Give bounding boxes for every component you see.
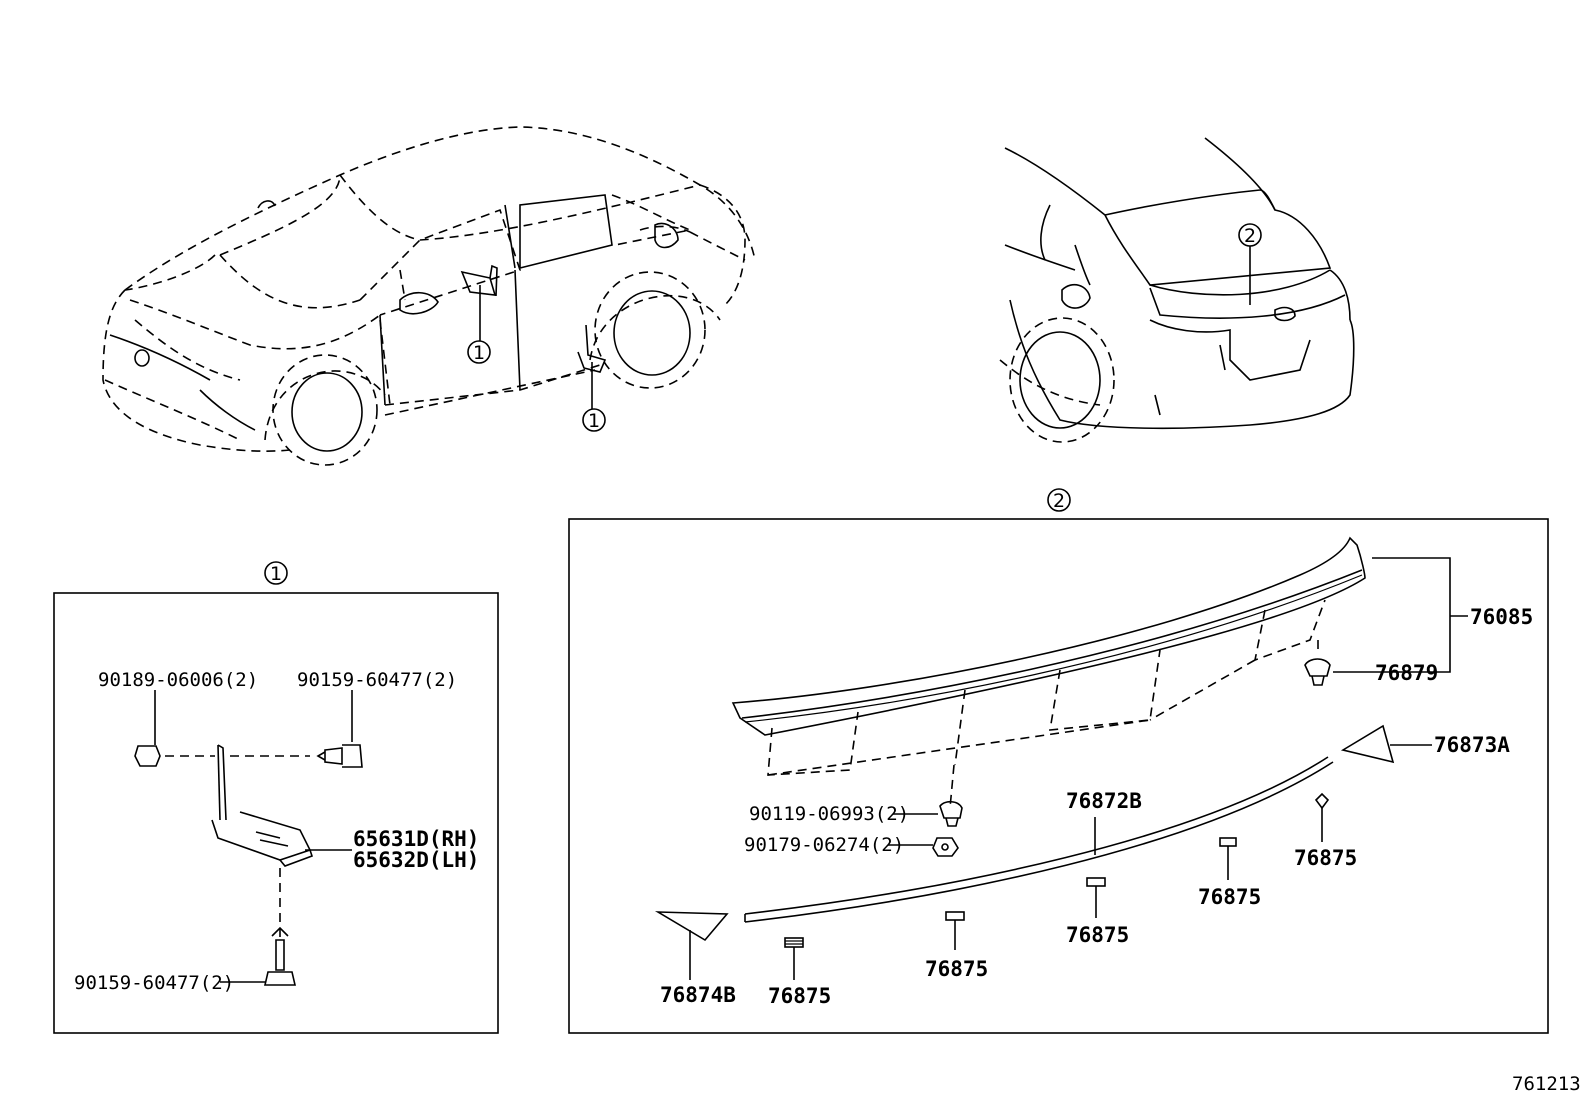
label-76875-3: 76875 <box>1066 923 1129 947</box>
label-90119-06993: 90119-06993(2) <box>749 803 909 825</box>
label-65631D-RH: 65631D(RH) <box>353 827 479 851</box>
sedan-rear-view: 2 <box>999 137 1355 443</box>
diagram-number: 761213 <box>1512 1073 1581 1095</box>
callout-1-lower: 1 <box>588 410 600 432</box>
label-90159-60477-top: 90159-60477(2) <box>297 669 457 691</box>
box-2-title: 2 <box>1053 490 1065 512</box>
box-1: 1 90189-06006(2) 90159-60477(2) 65631D(R… <box>53 561 499 1034</box>
label-76879: 76879 <box>1375 661 1438 685</box>
box-1-title: 1 <box>270 563 282 585</box>
label-90179-06274: 90179-06274(2) <box>744 834 904 856</box>
label-76875-2: 76875 <box>925 957 988 981</box>
box-2: 2 76085 76879 76873A 76872B 90119-0 <box>568 488 1549 1034</box>
callout-2-rear: 2 <box>1244 225 1256 247</box>
label-90159-60477-bottom: 90159-60477(2) <box>74 972 234 994</box>
label-76085: 76085 <box>1470 605 1533 629</box>
label-76873A: 76873A <box>1434 733 1510 757</box>
box-2-frame <box>568 518 1549 1034</box>
label-76875-5: 76875 <box>1294 846 1357 870</box>
label-76874B: 76874B <box>660 983 736 1007</box>
label-76875-4: 76875 <box>1198 885 1261 909</box>
callout-1-upper: 1 <box>473 342 485 364</box>
box-1-frame <box>53 592 499 1034</box>
sedan-front-view: 1 1 <box>102 126 756 466</box>
label-90189-06006: 90189-06006(2) <box>98 669 258 691</box>
label-65632D-LH: 65632D(LH) <box>353 848 479 872</box>
label-76875-1: 76875 <box>768 984 831 1008</box>
label-76872B: 76872B <box>1066 789 1142 813</box>
